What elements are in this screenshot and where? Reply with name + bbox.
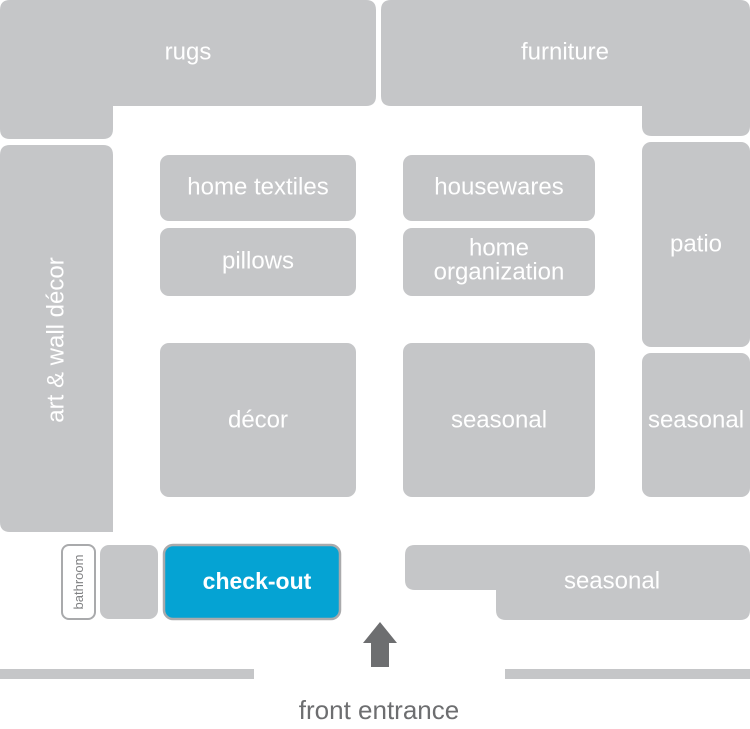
dept-decor-label: décor <box>228 407 288 434</box>
dept-patio-shape <box>642 142 750 347</box>
dept-seasonal-center[interactable]: seasonal <box>403 343 595 497</box>
dept-rugs-shape <box>0 0 376 139</box>
dept-pillows-label: pillows <box>222 248 294 275</box>
dept-art-wall-decor-shape <box>0 145 113 532</box>
dept-decor-shape <box>160 343 356 497</box>
dept-art-wall-decor-label: art & wall décor <box>43 257 70 422</box>
dept-furniture-label: furniture <box>521 39 609 66</box>
dept-decor[interactable]: décor <box>160 343 356 497</box>
checkout[interactable]: check-out <box>162 543 342 621</box>
dept-furniture-shape <box>381 0 750 136</box>
dept-home-organization[interactable]: home organization <box>403 228 595 296</box>
front-wall-right <box>505 669 750 679</box>
dept-housewares-label: housewares <box>434 174 563 201</box>
dept-seasonal-center-shape <box>403 343 595 497</box>
dept-seasonal-bottom-label: seasonal <box>564 568 660 595</box>
up-arrow-icon <box>363 622 397 667</box>
dept-seasonal-bottom[interactable]: seasonal <box>405 545 750 620</box>
bathroom[interactable]: bathroom <box>61 544 96 620</box>
aisle-end-block <box>100 545 158 619</box>
checkout-box <box>162 543 342 621</box>
dept-pillows-shape <box>160 228 356 296</box>
dept-patio-label: patio <box>670 231 722 258</box>
dept-housewares-shape <box>403 155 595 221</box>
dept-home-organization-label-line2: organization <box>434 259 565 286</box>
bathroom-label: bathroom <box>71 555 86 610</box>
dept-rugs[interactable]: rugs <box>0 0 376 139</box>
dept-pillows[interactable]: pillows <box>160 228 356 296</box>
dept-seasonal-bottom-shape <box>405 545 750 620</box>
dept-seasonal-center-label: seasonal <box>451 407 547 434</box>
entrance-label: front entrance <box>299 695 459 725</box>
bathroom-box <box>61 544 96 620</box>
checkout-label: check-out <box>203 568 312 594</box>
dept-seasonal-right-shape <box>642 353 750 497</box>
dept-furniture[interactable]: furniture <box>381 0 750 136</box>
dept-home-textiles[interactable]: home textiles <box>160 155 356 221</box>
dept-housewares[interactable]: housewares <box>403 155 595 221</box>
dept-home-textiles-shape <box>160 155 356 221</box>
dept-rugs-label: rugs <box>165 39 212 66</box>
front-wall-left <box>0 669 254 679</box>
dept-art-wall-decor[interactable]: art & wall décor <box>0 145 113 532</box>
dept-home-organization-label-line1: home <box>469 235 529 262</box>
dept-home-textiles-label: home textiles <box>187 174 328 201</box>
dept-seasonal-right-label: seasonal <box>648 407 744 434</box>
dept-home-organization-shape <box>403 228 595 296</box>
dept-patio[interactable]: patio <box>642 142 750 347</box>
dept-seasonal-right[interactable]: seasonal <box>642 353 750 497</box>
